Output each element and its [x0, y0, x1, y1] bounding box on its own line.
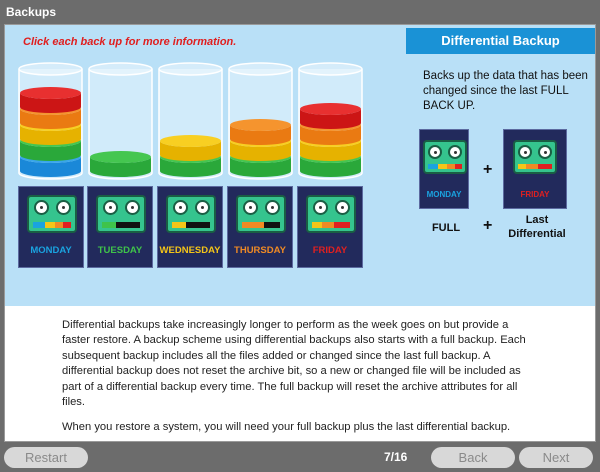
navigation-bar: Restart 7/16 Back Next — [0, 442, 600, 472]
day-label-wednesday: WEDNESDAY — [159, 245, 221, 256]
page-counter: 7/16 — [384, 450, 408, 464]
restart-button[interactable]: Restart — [4, 447, 88, 468]
back-button[interactable]: Back — [431, 447, 515, 468]
title-bar: Backups — [0, 0, 600, 24]
day-label-thursday: THURSDAY — [234, 245, 286, 256]
tape-icon — [166, 195, 216, 233]
day-card-thursday[interactable]: THURSDAY — [227, 186, 293, 268]
panel-card-monday: MONDAY — [419, 129, 469, 209]
cylinder-thursday[interactable] — [227, 61, 294, 181]
day-card-tuesday[interactable]: TUESDAY — [87, 186, 153, 268]
panel-heading: Differential Backup — [406, 28, 595, 54]
interactive-panel: Click each back up for more information. — [5, 25, 595, 306]
tape-icon — [423, 140, 467, 174]
day-card-monday[interactable]: MONDAY — [18, 186, 84, 268]
plus-sign: + — [483, 161, 493, 178]
full-label: FULL — [431, 222, 461, 234]
cylinder-tuesday[interactable] — [87, 61, 154, 181]
last-differential-label: Last Differential — [508, 214, 566, 240]
paragraph-1: Differential backups take increasingly l… — [62, 319, 526, 409]
panel-card-friday-label: FRIDAY — [520, 190, 550, 199]
cylinder-wednesday[interactable] — [157, 61, 224, 181]
paragraph-2: When you restore a system, you will need… — [62, 421, 511, 434]
tape-icon — [306, 195, 356, 233]
day-label-tuesday: TUESDAY — [97, 245, 143, 256]
explanation-text: Differential backups take increasingly l… — [62, 318, 532, 436]
next-button[interactable]: Next — [519, 447, 593, 468]
instruction-text: Click each back up for more information. — [23, 36, 237, 48]
day-label-friday: FRIDAY — [312, 245, 348, 256]
tape-icon — [236, 195, 286, 233]
panel-card-friday: FRIDAY — [503, 129, 567, 209]
tape-icon — [513, 140, 557, 174]
cylinder-monday[interactable] — [17, 61, 84, 181]
day-card-wednesday[interactable]: WEDNESDAY — [157, 186, 223, 268]
tape-icon — [27, 195, 77, 233]
content-frame: Click each back up for more information. — [4, 24, 596, 442]
cylinder-friday[interactable] — [297, 61, 364, 181]
panel-description: Backs up the data that has been changed … — [423, 70, 588, 112]
day-card-friday[interactable]: FRIDAY — [297, 186, 363, 268]
plus-sign-2: + — [483, 217, 493, 234]
window-title: Backups — [6, 5, 57, 19]
panel-card-monday-label: MONDAY — [426, 190, 462, 199]
day-label-monday: MONDAY — [30, 245, 72, 256]
tape-icon — [96, 195, 146, 233]
